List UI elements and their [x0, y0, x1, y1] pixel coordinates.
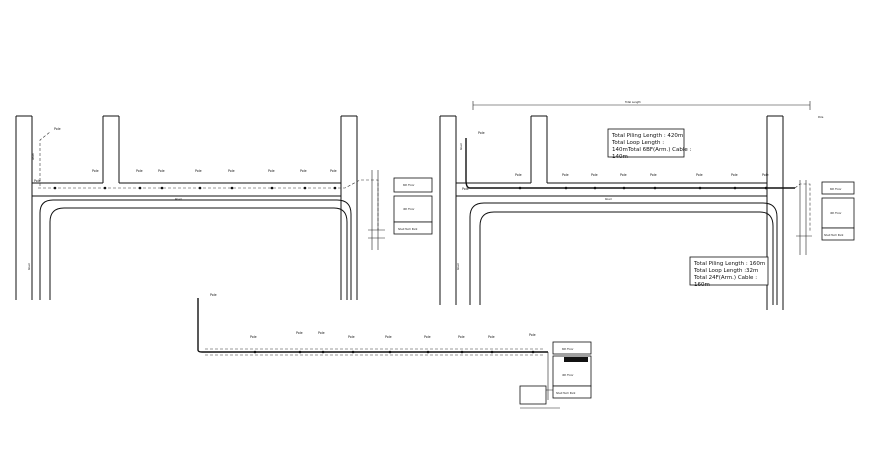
svg-text:Pole: Pole: [620, 173, 627, 177]
left-plan-road-middle: [102, 115, 120, 183]
right-plan-road-middle: [530, 115, 548, 183]
svg-text:Pole: Pole: [268, 169, 275, 173]
svg-text:Pole: Pole: [385, 335, 392, 339]
svg-text:Pole: Pole: [330, 169, 337, 173]
left-plan-road-label-1: Road: [27, 263, 31, 270]
svg-text:Shell Tech Park: Shell Tech Park: [556, 391, 576, 395]
svg-text:4th Floor: 4th Floor: [830, 211, 843, 215]
right-plan-poles: [518, 186, 768, 190]
left-plan-block: [49, 207, 348, 300]
svg-text:Total Piling Length : 420m: Total Piling Length : 420m: [611, 133, 683, 139]
svg-text:Pole: Pole: [731, 173, 738, 177]
svg-text:Shell Tech Park: Shell Tech Park: [824, 233, 844, 237]
right-plan-riser: [796, 180, 812, 255]
left-plan-riser: [368, 170, 385, 250]
svg-text:Pole: Pole: [250, 335, 257, 339]
svg-text:Total 6BF(Arm.) Cable :: Total 6BF(Arm.) Cable :: [627, 147, 691, 153]
svg-text:160m: 160m: [694, 282, 710, 288]
right-plan-legend-bottom: Total Piling Length : 160m Total Loop Le…: [689, 256, 769, 288]
svg-text:Total Piling Length : 160m: Total Piling Length : 160m: [693, 261, 765, 267]
svg-text:Pole: Pole: [158, 169, 165, 173]
left-plan-road-label-2: Road: [31, 153, 35, 160]
svg-text:6th Floor: 6th Floor: [403, 183, 416, 187]
left-plan-box-6th-floor: [393, 177, 433, 193]
svg-text:Pole: Pole: [696, 173, 703, 177]
right-plan-block: [479, 211, 774, 305]
svg-text:140m: 140m: [612, 147, 628, 153]
svg-text:Pole: Pole: [92, 169, 99, 173]
svg-text:Pole: Pole: [591, 173, 598, 177]
svg-text:Total Loop Length :: Total Loop Length :: [611, 140, 664, 146]
svg-text:Pole: Pole: [296, 331, 303, 335]
right-plan-cable-route: [465, 138, 471, 189]
svg-text:Pole: Pole: [34, 179, 41, 183]
right-plan-box-4th-floor: [821, 197, 855, 229]
svg-text:Pole: Pole: [458, 335, 465, 339]
right-plan-box-6th-floor: [821, 181, 855, 195]
svg-text:Pole: Pole: [228, 169, 235, 173]
svg-text:6th Floor: 6th Floor: [562, 347, 575, 351]
svg-text:Pole: Pole: [136, 169, 143, 173]
right-plan-road-east: [766, 115, 784, 310]
svg-text:Pole: Pole: [762, 173, 769, 177]
bottom-schematic-poles: [253, 350, 535, 354]
bottom-box-6th-floor: [552, 341, 592, 355]
left-plan-road-east: [340, 115, 358, 300]
right-plan-overall-dimension: [472, 101, 811, 110]
left-plan-box-4th-floor: [393, 195, 433, 223]
svg-text:Pole: Pole: [195, 169, 202, 173]
bottom-schematic-cable: [197, 298, 548, 353]
svg-text:Pole: Pole: [318, 331, 325, 335]
svg-text:Road: Road: [456, 263, 460, 270]
right-plan-box-tech-park: [821, 227, 855, 241]
svg-text:Pole: Pole: [562, 173, 569, 177]
svg-text:Road: Road: [459, 143, 463, 150]
svg-text:Road: Road: [605, 197, 612, 201]
svg-text:Pole: Pole: [529, 333, 536, 337]
svg-text:Pole: Pole: [650, 173, 657, 177]
svg-text:Total Length: Total Length: [625, 100, 641, 104]
svg-text:Pole: Pole: [348, 335, 355, 339]
svg-text:4th Floor: 4th Floor: [403, 207, 416, 211]
left-plan-road-main: [32, 182, 341, 197]
svg-text:140m: 140m: [612, 154, 628, 160]
svg-text:Total Loop Length :: Total Loop Length :: [693, 268, 746, 274]
svg-text:Pole: Pole: [462, 187, 469, 191]
svg-text:Pole: Pole: [300, 169, 307, 173]
svg-text:6th Floor: 6th Floor: [830, 187, 843, 191]
left-plan-box-tech-park: [393, 221, 433, 235]
svg-text:Pole: Pole: [515, 173, 522, 177]
svg-text:4th Floor: 4th Floor: [562, 373, 575, 377]
left-plan-poles: [53, 186, 337, 190]
svg-text:Pole: Pole: [424, 335, 431, 339]
right-plan-road-west: [439, 115, 457, 305]
bottom-box-tech-park: [552, 385, 592, 399]
right-plan-legend-top: Total Piling Length : 420m Total Loop Le…: [607, 128, 691, 160]
svg-text:32m: 32m: [746, 268, 758, 274]
svg-text:Pole: Pole: [54, 127, 61, 131]
svg-text:Shell Tech Park: Shell Tech Park: [398, 227, 418, 231]
left-plan-cable-route: [38, 179, 379, 230]
svg-text:Pole: Pole: [818, 115, 824, 119]
right-plan-road-main: [456, 182, 767, 197]
left-plan-main-road-label: Road: [175, 197, 182, 201]
svg-text:Pole: Pole: [210, 293, 217, 297]
svg-text:Total 24F(Arm.) Cable :: Total 24F(Arm.) Cable :: [693, 275, 757, 281]
svg-text:Pole: Pole: [488, 335, 495, 339]
svg-text:Pole: Pole: [478, 131, 485, 135]
left-plan-road-west: [15, 115, 33, 300]
